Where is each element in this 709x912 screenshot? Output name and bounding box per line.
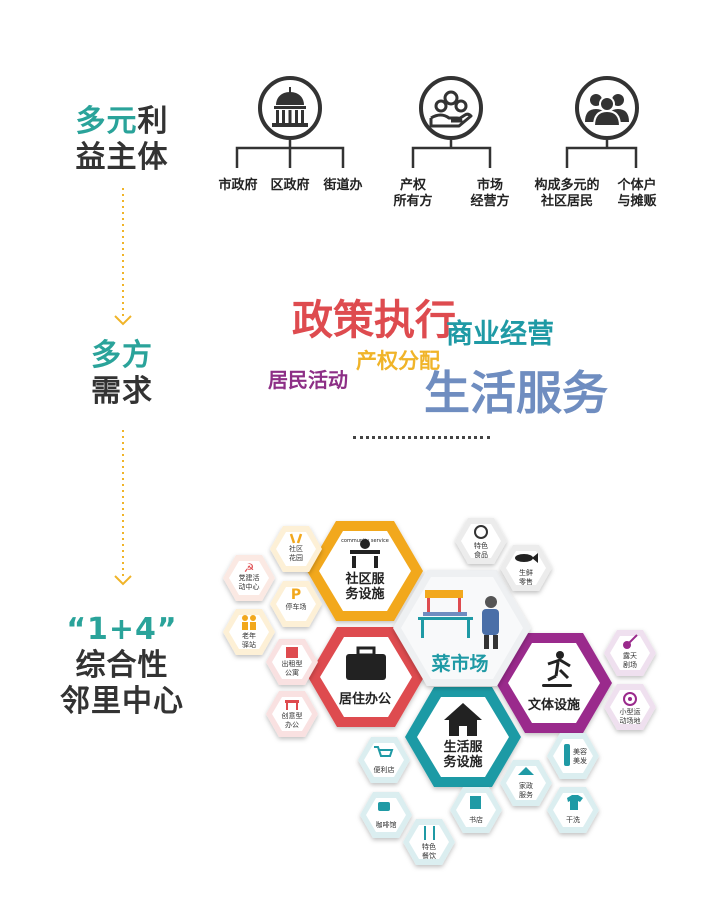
small-label-parking: 停车场 (285, 603, 307, 611)
title-highlight: 多元 (75, 104, 138, 139)
hex-culture (496, 633, 612, 733)
cart-icon (374, 746, 394, 757)
flow-arrowhead-2 (114, 575, 132, 586)
needs-title-line1: 多方 (91, 338, 153, 373)
word-property: 产权分配 (356, 349, 440, 373)
hex-community-service (307, 521, 423, 621)
house-icon (444, 703, 482, 736)
skateboarder-icon (542, 651, 572, 687)
small-label-creative: 创意型 办公 (281, 712, 303, 729)
center-title-line2: 综合性 (75, 648, 169, 683)
shirt-icon (567, 795, 583, 810)
party-icon: ☭ (244, 561, 255, 575)
label-property-owner: 产权 所有方 (393, 178, 433, 209)
small-label-fresh: 生鲜 零售 (519, 569, 533, 586)
market-label: 菜市场 (431, 653, 489, 675)
desk-icon (285, 700, 299, 710)
community-label-line1: 社区服 (345, 572, 385, 587)
small-label-specialty-food: 特色 食品 (474, 542, 488, 559)
word-policy: 政策执行 (292, 296, 456, 344)
small-hexes (223, 518, 656, 865)
culture-label: 文体设施 (527, 698, 580, 713)
label-city-government: 市政府 (218, 178, 258, 193)
community-service-label: 社区服 务设施 (325, 572, 405, 602)
community-label-line2: 务设施 (345, 587, 385, 602)
word-business: 商业经营 (446, 319, 554, 350)
stakeholder-tree-lines (235, 140, 638, 168)
svg-text:☭: ☭ (244, 561, 255, 575)
small-label-sports: 小型运 动场地 (619, 708, 641, 725)
hex-life-service (405, 687, 521, 787)
center-title: “1+4” 综合性 邻里中心 (40, 612, 204, 720)
title-text: 利 (137, 104, 169, 139)
center-title-line3: 邻里中心 (60, 684, 184, 719)
svg-text:P: P (291, 587, 301, 603)
word-resident: 居民活动 (268, 368, 348, 392)
title-text-line2: 益主体 (75, 140, 169, 175)
soccer-ball-icon (623, 692, 637, 706)
apartment-icon (286, 647, 298, 658)
flow-arrowhead-1 (114, 315, 132, 326)
bread-icon (474, 525, 488, 539)
small-label-rental: 出租型 公寓 (281, 660, 303, 677)
label-residents: 构成多元的 社区居民 (534, 178, 600, 209)
label-district-government: 区政府 (270, 178, 310, 193)
office-label: 居住办公 (338, 692, 391, 707)
word-life: 生活服务 (424, 366, 608, 420)
stakeholders-title: 多元利 益主体 (52, 104, 192, 176)
small-label-elderly: 老年 驿站 (242, 632, 256, 649)
center-title-line1: “1+4” (66, 612, 178, 647)
elderly-icon (242, 615, 256, 630)
dotted-divider (353, 436, 490, 439)
label-vendors: 个体户 与摊贩 (617, 178, 657, 209)
coffee-cup-icon (378, 802, 390, 811)
book-icon (470, 796, 481, 809)
small-label-theater: 露天 剧场 (623, 652, 637, 669)
small-label-garden: 社区 花园 (289, 545, 303, 562)
garden-icon (289, 533, 303, 544)
small-label-laundry: 干洗 (566, 816, 580, 824)
market-vendor-icon (418, 590, 499, 649)
housekeeping-icon (518, 767, 534, 775)
community-icon-caption: community service (341, 538, 389, 544)
parking-icon: P (291, 587, 301, 603)
small-label-housekeeping: 家政 服务 (519, 782, 533, 799)
small-label-convenience: 便利店 (373, 766, 395, 774)
needs-title: 多方 需求 (52, 338, 192, 410)
flow-arrows (114, 188, 132, 586)
community-service-icon (350, 539, 380, 568)
life-label-line1: 生活服 (443, 740, 483, 755)
briefcase-icon (346, 646, 386, 680)
label-market-operator: 市场 经营方 (470, 178, 510, 209)
guitar-icon (623, 634, 638, 649)
cutlery-icon (424, 826, 435, 840)
hand-with-gears-icon (419, 76, 483, 140)
small-label-beauty: 美容 美发 (573, 748, 587, 765)
small-label-bookstore: 书店 (469, 816, 483, 824)
people-group-icon (575, 76, 639, 140)
small-label-party: 党建活 动中心 (238, 574, 260, 591)
barber-pole-icon (564, 744, 570, 766)
small-label-restaurant: 特色 餐饮 (422, 843, 436, 860)
life-label-line2: 务设施 (443, 755, 483, 770)
life-service-label: 生活服 务设施 (423, 740, 503, 770)
fish-icon (515, 553, 538, 563)
small-label-coffee: 咖啡馆 (375, 821, 397, 829)
label-subdistrict-office: 街道办 (323, 178, 363, 193)
needs-title-line2: 需求 (91, 374, 153, 409)
government-building-icon (258, 76, 322, 140)
